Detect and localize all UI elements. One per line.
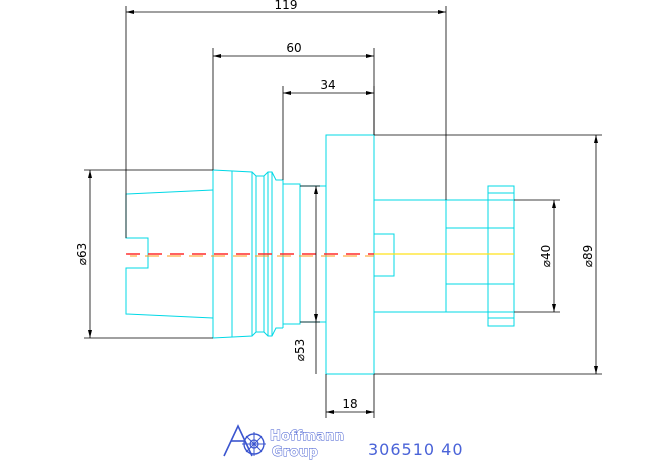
logo-company-line1: Hoffmann <box>270 429 344 444</box>
hoffmann-logo: Hoffmann Group <box>223 424 345 460</box>
dimension-arrows <box>88 10 598 414</box>
spigot-bore-step <box>373 233 395 277</box>
dim-diameter-neck: ⌀53 <box>293 339 307 362</box>
dimension-lines <box>84 6 602 418</box>
dim-flange-width: 18 <box>342 397 357 411</box>
dim-diameter-flange: ⌀89 <box>581 245 595 268</box>
drive-nut <box>445 199 515 313</box>
logo-emblem-icon <box>223 424 266 457</box>
part-number: 306510 40 <box>368 440 464 459</box>
dim-collar-length: 34 <box>320 78 335 92</box>
spigot-outline <box>374 199 447 313</box>
dim-body-length: 60 <box>286 41 301 55</box>
dim-overall-length: 119 <box>275 0 298 12</box>
centerline <box>126 253 514 257</box>
logo-company-line2: Group <box>272 445 318 460</box>
dim-diameter-clamp: ⌀63 <box>75 243 89 266</box>
drive-nut-cap <box>487 185 515 327</box>
dim-diameter-bore: ⌀40 <box>539 245 553 268</box>
